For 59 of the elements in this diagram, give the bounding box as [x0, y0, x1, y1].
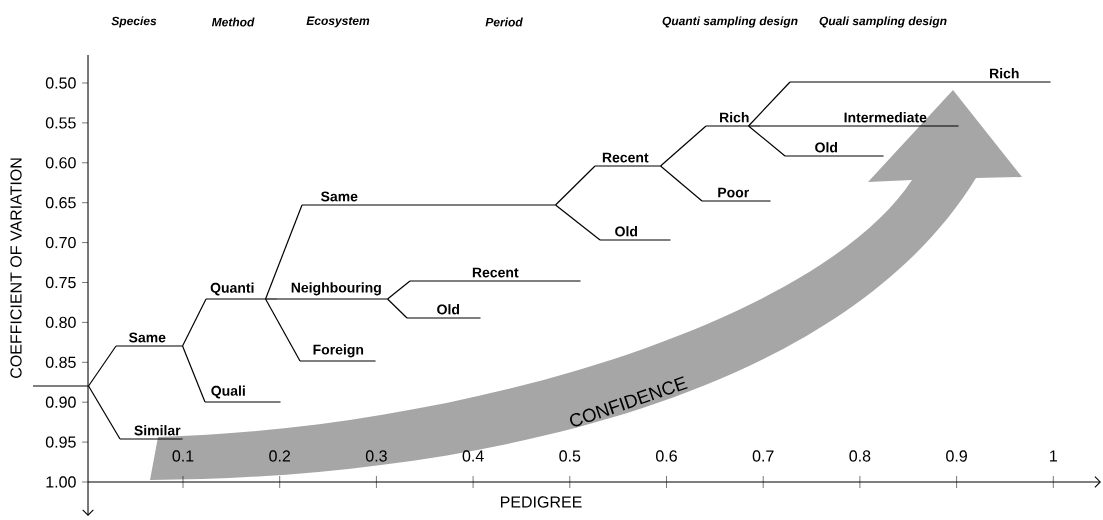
branch-connector — [386, 298, 408, 319]
tree-branch: Rich — [705, 112, 750, 127]
branch-connector — [554, 165, 596, 206]
axis-tick-label: 0.2 — [269, 450, 290, 462]
axis-tick-label: 1.00 — [46, 476, 76, 488]
column-heading: Ecosystem — [306, 16, 370, 28]
axis-tick-label: 0.85 — [45, 356, 76, 368]
branch-connector — [747, 125, 786, 157]
axis-tick-label: 0.90 — [45, 396, 76, 408]
axis-title: PEDIGREE — [501, 496, 582, 508]
column-heading: Quali sampling design — [819, 16, 947, 28]
axis-tick-label: 0.70 — [45, 236, 76, 249]
axis-tick-label: 0.95 — [45, 436, 76, 448]
column-heading: Method — [211, 17, 255, 27]
column-heading: Period — [485, 17, 523, 27]
branch-connector — [181, 345, 206, 403]
tree-branch: Poor — [701, 187, 772, 202]
branch-connector — [659, 125, 707, 167]
tree-branch: Same — [301, 191, 557, 206]
branch-connector — [87, 385, 121, 440]
tree-branch: Rich — [789, 68, 1052, 83]
tree-branch: Neighbouring — [276, 282, 389, 300]
axis-title: COEFFICIENT OF VARIATION — [10, 158, 22, 378]
tree-branch: Recent — [594, 152, 662, 167]
axis-tick-label: 0.1 — [172, 450, 194, 462]
axis-tick-label: 0.7 — [752, 450, 774, 462]
axis-tick-label: 0.5 — [559, 450, 581, 462]
axis-tick-label: 0.60 — [45, 157, 76, 169]
branch-connector — [386, 280, 411, 300]
axis-tick-label: 0.80 — [45, 316, 76, 329]
tree-branch: Intermediate — [759, 112, 960, 127]
branch-connector — [264, 204, 303, 300]
tree-branch: Old — [784, 142, 885, 157]
tree-branch: Quali — [204, 385, 282, 403]
tree-branch: Recent — [409, 267, 582, 282]
tree-branch: Quanti — [205, 282, 267, 300]
axis-tick-label: 1 — [1050, 450, 1057, 462]
axis-tick-label: 0.6 — [656, 450, 677, 462]
branch-connector — [554, 204, 601, 241]
axis-tick-label: 0.4 — [462, 450, 484, 462]
axis-tick-label: 0.75 — [45, 276, 76, 289]
axis-tick-label: 0.55 — [45, 117, 76, 129]
branch-connector — [181, 298, 207, 347]
tree-branch: Old — [406, 304, 482, 319]
axis-tick-label: 0.65 — [45, 197, 76, 209]
branch-connector — [87, 345, 117, 387]
branch-connector — [747, 81, 791, 127]
branch-connector — [747, 125, 761, 127]
tree-branch: Foreign — [299, 344, 377, 362]
column-heading: Species — [111, 16, 157, 28]
column-heading: Quanti sampling design — [662, 16, 798, 28]
branch-connector — [659, 165, 703, 202]
axis-tick-label: 0.50 — [45, 77, 76, 89]
axis-tick-label: 0.3 — [365, 450, 387, 462]
axis-tick-label: 0.8 — [849, 450, 871, 462]
axis-tick-label: 0.9 — [946, 450, 967, 462]
branch-connector — [264, 298, 301, 362]
tree-branch: Old — [599, 226, 672, 241]
branch-connector — [264, 298, 278, 300]
